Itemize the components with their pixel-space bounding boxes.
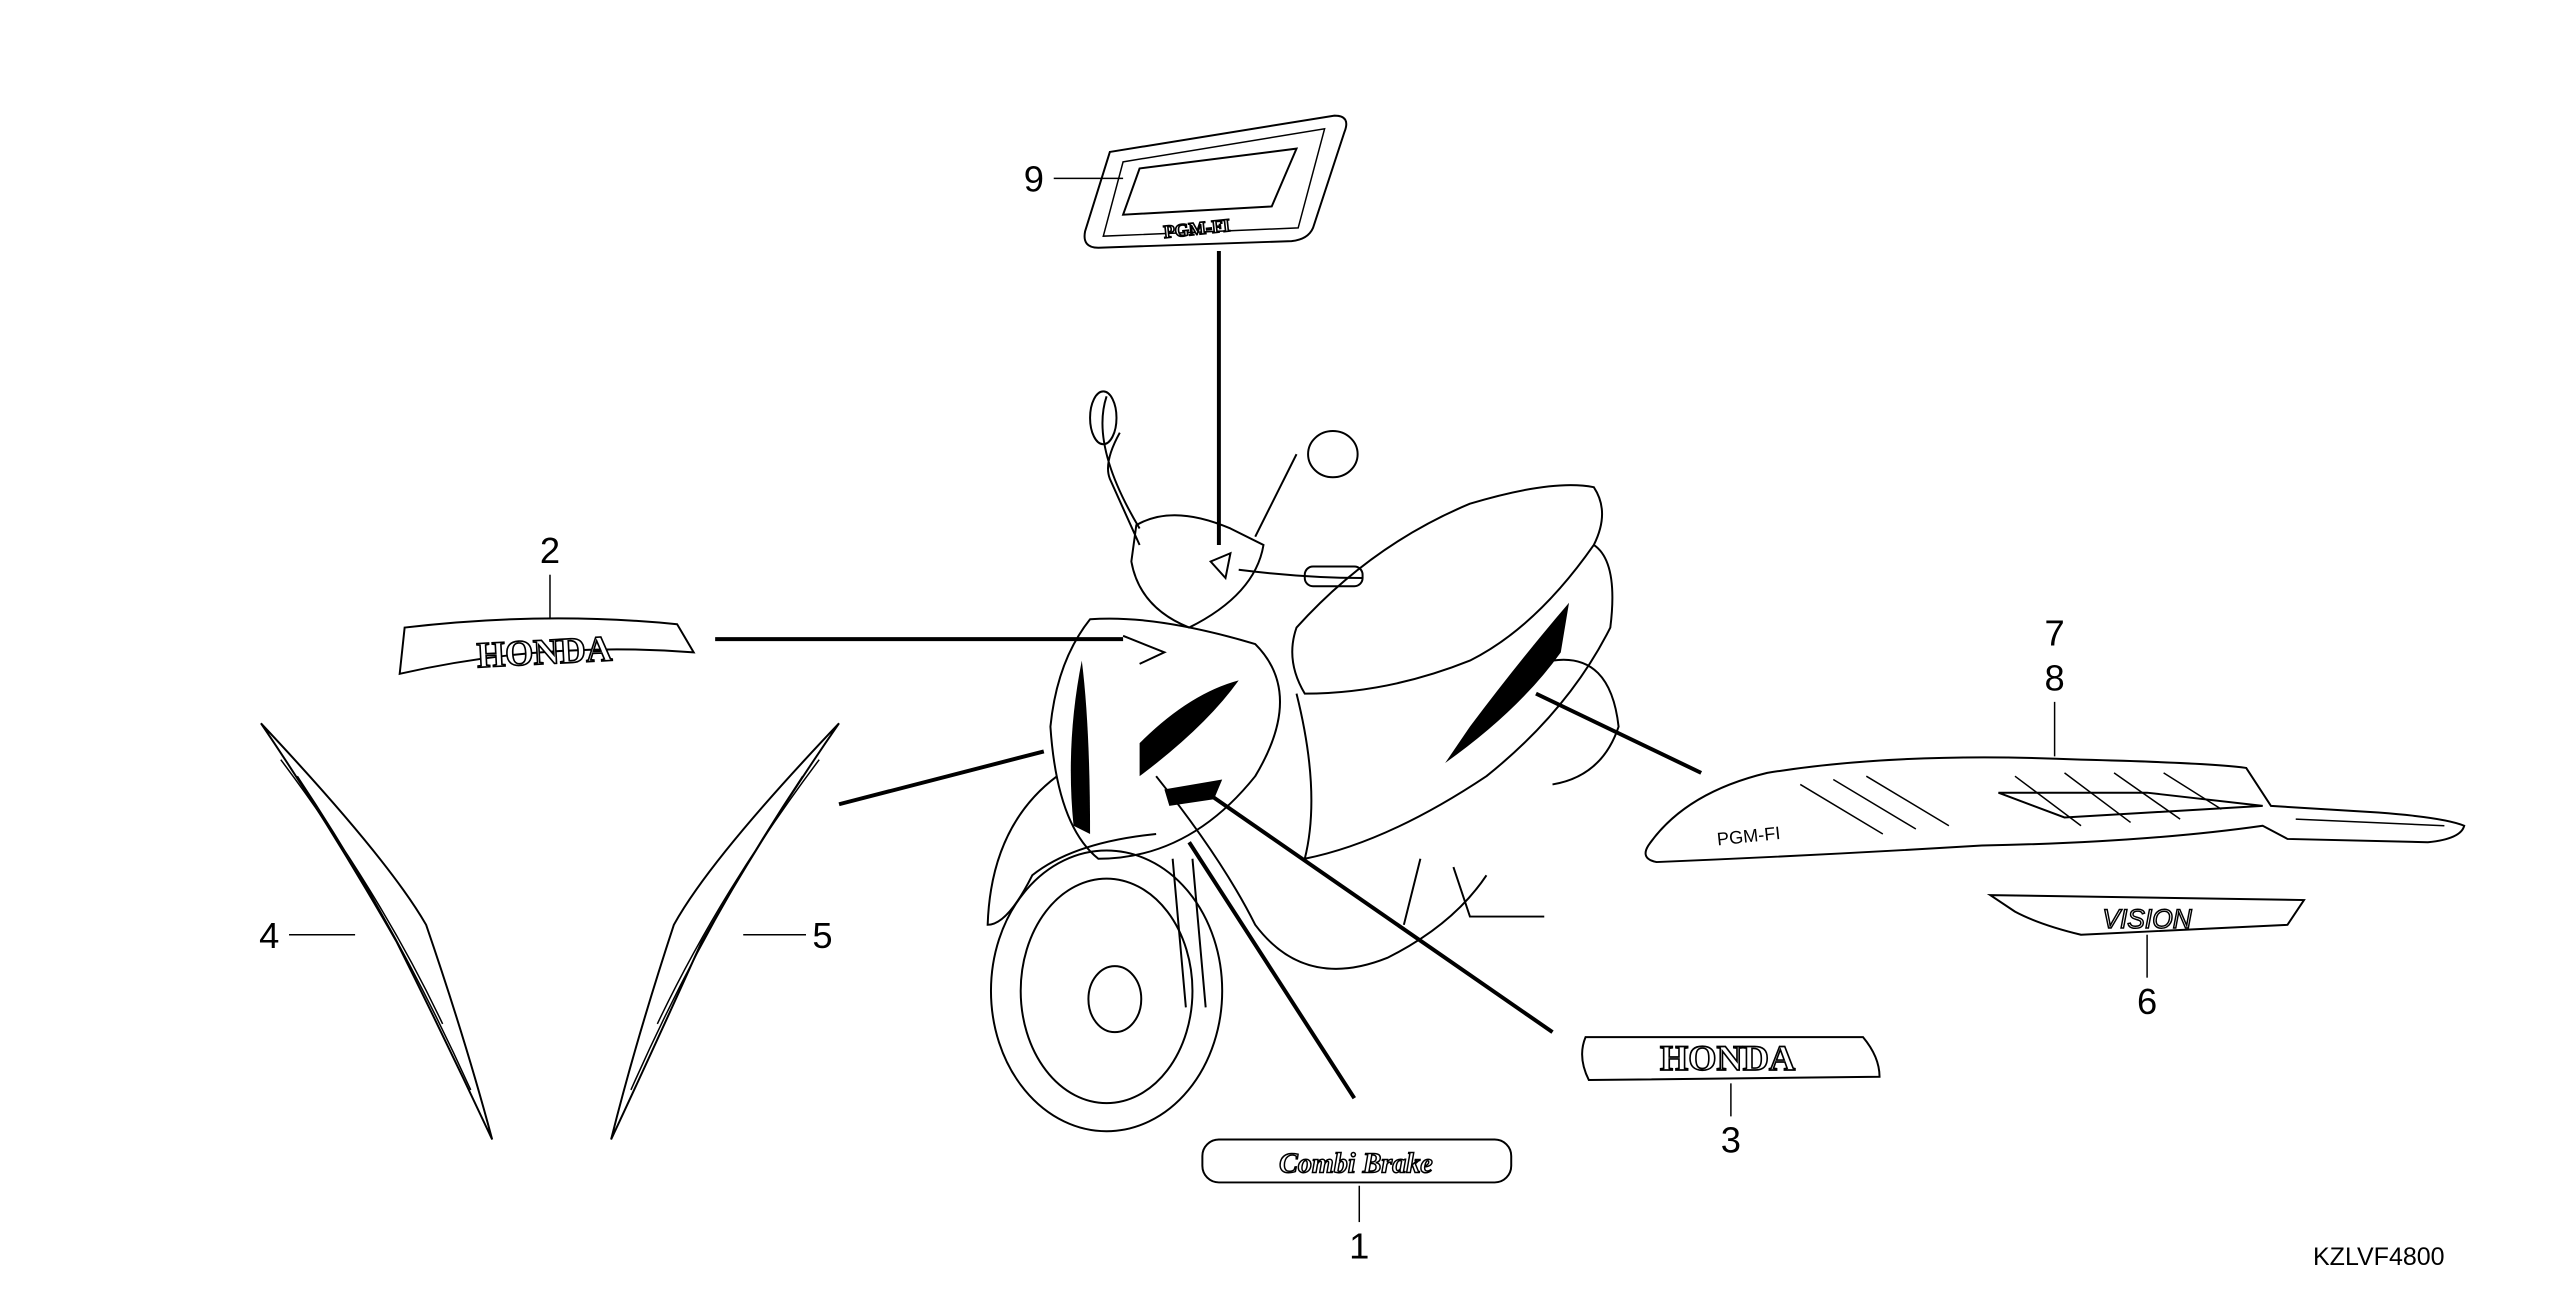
honda-text-side: HONDA: [1660, 1038, 1795, 1078]
callout-3-label[interactable]: 3: [1721, 1120, 1741, 1161]
part-4-left-stripe[interactable]: [260, 722, 494, 1140]
part-7-8-body-stripe[interactable]: PGM-FI: [1644, 756, 2466, 864]
diagram-code: KZLVF4800: [2313, 1243, 2445, 1271]
part-5-right-stripe[interactable]: [610, 722, 840, 1140]
part-7-8-leader: [1535, 691, 1703, 775]
vision-text: VISION: [2102, 904, 2192, 934]
combi-brake-text: Combi Brake: [1279, 1149, 1433, 1180]
callout-4-label[interactable]: 4: [259, 915, 279, 956]
part-3-honda-emblem[interactable]: HONDA: [1581, 1036, 1881, 1082]
stripe-pgmfi-text: PGM-FI: [1716, 823, 1781, 850]
part-4-5-leader: [838, 749, 1045, 807]
callout-9-label[interactable]: 9: [1024, 159, 1044, 200]
callout-2-label[interactable]: 2: [540, 530, 560, 571]
part-1-combi-brake-emblem[interactable]: Combi Brake: [1201, 1138, 1513, 1184]
callout-6-label[interactable]: 6: [2137, 981, 2157, 1022]
part-6-vision-emblem[interactable]: VISION: [1986, 894, 2306, 936]
callout-8-label[interactable]: 8: [2044, 657, 2064, 698]
scooter-illustration: [986, 390, 1620, 1133]
part-9-pgmfi-emblem[interactable]: PGM-FI: [1083, 114, 1348, 249]
honda-text-upper: HONDA: [476, 628, 613, 675]
callout-5-label[interactable]: 5: [812, 915, 832, 956]
part-1-leader: [1187, 841, 1356, 1100]
callout-7-label[interactable]: 7: [2044, 613, 2064, 654]
pgmfi-text: PGM-FI: [1163, 215, 1231, 242]
callout-1-label[interactable]: 1: [1349, 1225, 1369, 1266]
part-3-leader: [1212, 796, 1554, 1034]
part-2-honda-emblem[interactable]: HONDA: [398, 617, 696, 676]
